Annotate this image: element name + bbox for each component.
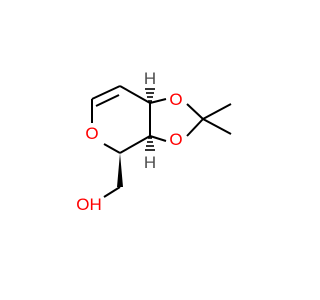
molecule-diagram: O O O OH H H [76,69,232,214]
bond-c6-c7-double [91,85,121,100]
dioxolane-oxygen-lower-label: O [169,130,182,149]
bond-ch2-oh [103,186,121,198]
bond-c2-methyl-lower [202,118,232,135]
structure-canvas: O O O OH H H [76,69,232,214]
bond-c3a-o-lower [149,135,167,142]
hash-bond-c7a-h [145,88,155,102]
hash-bond-c3a-h [145,137,155,151]
stereo-h-upper-label: H [144,69,156,88]
bond-o-lower-c2 [186,118,204,137]
wedge-bond-c4-ch2 [117,153,123,187]
bond-c2-methyl-upper [202,103,232,120]
bond-o-ring-c4 [103,143,121,154]
dioxolane-oxygen-upper-label: O [169,90,182,109]
bond-c7a-o-upper [149,98,167,104]
stereo-h-lower-label: H [144,153,156,172]
hydroxyl-label: OH [76,195,102,214]
bond-c3a-c4 [119,135,151,154]
ring-oxygen-label: O [85,124,98,143]
bond-o-upper-c2 [186,103,204,120]
bond-c6-c7-double-inner [95,94,120,107]
bond-c7-c7a [119,85,151,104]
